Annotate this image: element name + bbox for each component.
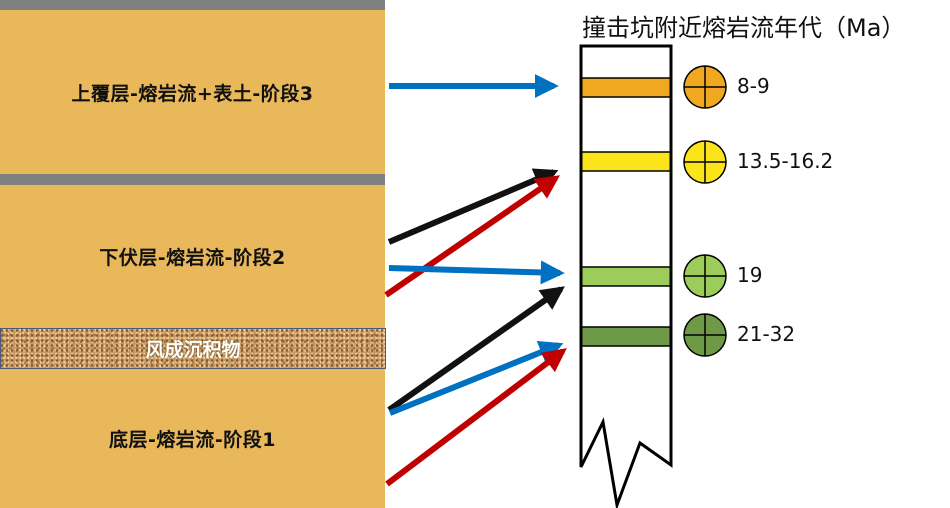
layer-middle-stage2: 下伏层-熔岩流-阶段2 bbox=[0, 185, 385, 328]
sample-column bbox=[579, 44, 673, 508]
age-symbol-21-32 bbox=[683, 313, 727, 357]
layer-middle-label: 下伏层-熔岩流-阶段2 bbox=[99, 247, 286, 269]
layer-bottom-stage1: 底层-熔岩流-阶段1 bbox=[0, 369, 385, 508]
age-label-13-16: 13.5-16.2 bbox=[737, 149, 834, 173]
aeolian-label: 风成沉积物 bbox=[145, 339, 241, 361]
diagram-title: 撞击坑附近熔岩流年代（Ma） bbox=[582, 14, 906, 42]
band-8-9 bbox=[580, 77, 672, 98]
layer-aeolian-deposit: 风成沉积物 bbox=[0, 328, 386, 369]
arrow-stage2-black-to-13-16 bbox=[387, 168, 559, 245]
age-label-21-32: 21-32 bbox=[737, 322, 796, 346]
age-symbol-13-16 bbox=[683, 140, 727, 184]
layer-upper-label: 上覆层-熔岩流+表土-阶段3 bbox=[71, 82, 314, 105]
age-symbol-19 bbox=[683, 254, 727, 298]
arrow-stage1-blue-to-21-32 bbox=[388, 341, 564, 416]
band-21-32 bbox=[580, 326, 672, 347]
band-13-16 bbox=[580, 151, 672, 172]
separator-top bbox=[0, 0, 385, 10]
age-label-19: 19 bbox=[737, 263, 763, 287]
separator-middle bbox=[0, 174, 385, 185]
arrow-stage2-blue-to-19 bbox=[388, 260, 565, 285]
arrow-stage1-red-to-21-32 bbox=[385, 348, 567, 487]
arrow-stage1-black-to-19 bbox=[387, 286, 565, 413]
layer-bottom-label: 底层-熔岩流-阶段1 bbox=[109, 429, 276, 451]
arrow-stage2-red-to-13-16 bbox=[384, 175, 560, 298]
age-symbol-8-9 bbox=[683, 65, 727, 109]
band-19 bbox=[580, 266, 672, 287]
age-label-8-9: 8-9 bbox=[737, 74, 770, 98]
layer-upper-stage3: 上覆层-熔岩流+表土-阶段3 bbox=[0, 10, 385, 174]
